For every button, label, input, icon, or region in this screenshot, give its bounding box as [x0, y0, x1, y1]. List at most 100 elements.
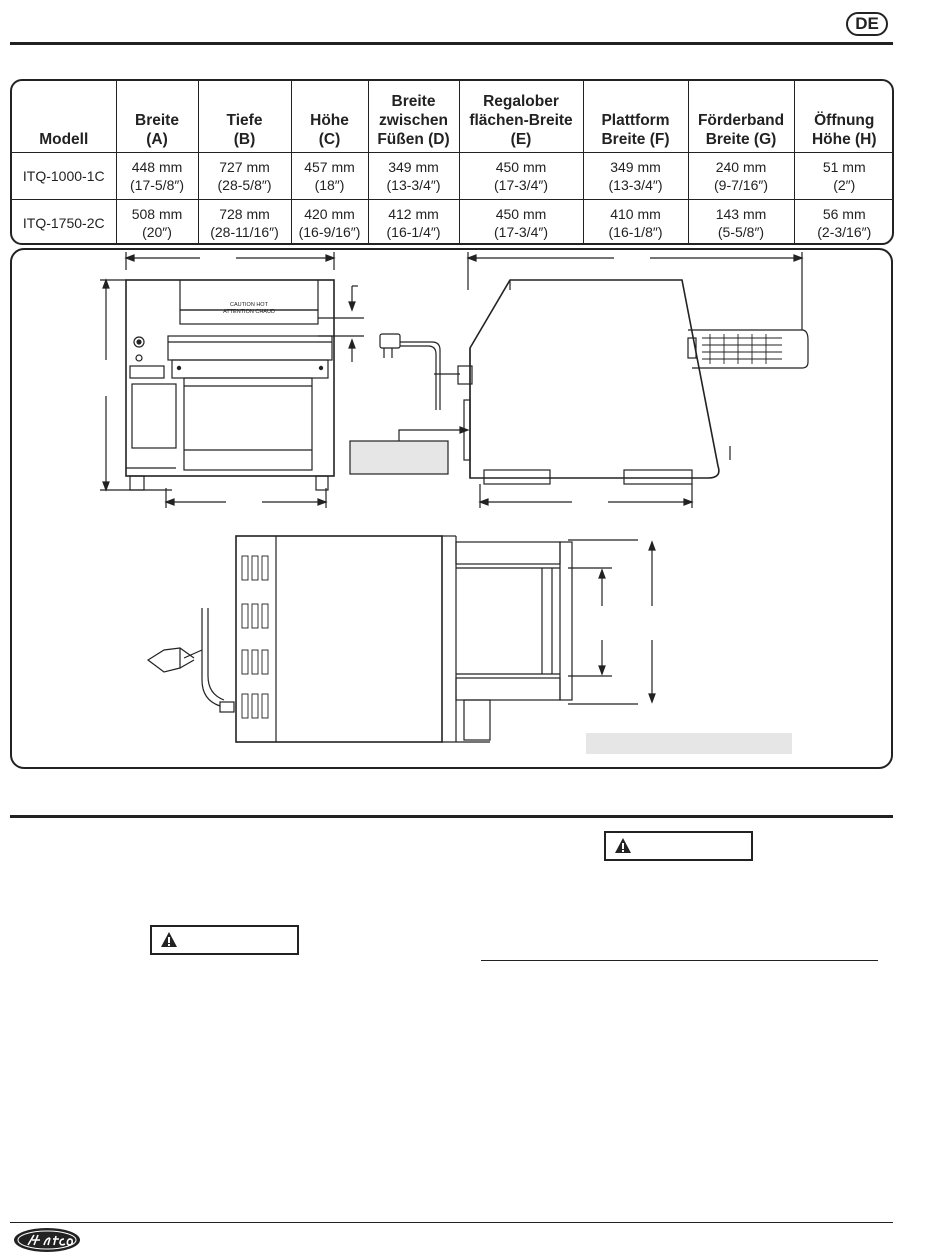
dimension-drawing-panel: CAUTION HOT ATTENTION CHAUD: [10, 248, 893, 769]
footer-rule: [10, 1222, 893, 1223]
imperial-value: (16-1/4″): [386, 224, 441, 240]
metric-value: 349 mm: [388, 159, 439, 175]
header-text: Breite (F): [601, 131, 670, 148]
side-foot-rear: [623, 469, 693, 485]
column-header-model: Modell: [12, 81, 117, 153]
metric-value: 450 mm: [495, 159, 547, 175]
metric-value: 420 mm: [304, 206, 355, 222]
imperial-value: (13-3/4″): [386, 177, 441, 193]
column-header: Breite (A): [115, 81, 199, 153]
metric-value: 240 mm: [715, 159, 767, 175]
header-text: Breite (G): [705, 131, 777, 148]
warning-triangle-icon: [615, 838, 631, 853]
header-text: Breite: [391, 93, 436, 110]
metric-value: 412 mm: [388, 206, 439, 222]
dimension-cell: 727 mm(28-5/8″): [197, 152, 292, 200]
model-cell: ITQ-1750-2C: [12, 199, 117, 243]
imperial-value: (17-5/8″): [130, 177, 184, 193]
top-view-drawing: [146, 535, 657, 743]
divider-line: [481, 960, 878, 961]
metric-value: 508 mm: [131, 206, 183, 222]
side-view-drawing: [434, 252, 809, 508]
header-text: Förderband: [697, 112, 785, 129]
imperial-value: (17-3/4″): [494, 177, 548, 193]
dimension-cell: 410 mm (16-1/8″): [582, 199, 689, 243]
side-foot-front: [483, 469, 551, 485]
table-row: ITQ-1000-1C 448 mm (17-5/8″) 727 mm(28-5/8″…: [12, 152, 892, 200]
metric-value: 448 mm: [131, 159, 183, 175]
front-view-drawing: CAUTION HOT ATTENTION CHAUD: [100, 252, 364, 508]
imperial-value: (18″): [314, 177, 345, 193]
dimension-cell: 450 mm (17-3/4″): [458, 152, 584, 200]
imperial-value: (16-9/16″): [298, 224, 361, 240]
power-cord: [201, 608, 221, 707]
caption-placeholder: [586, 733, 792, 754]
metric-value: 450 mm: [495, 206, 547, 222]
dimension-cell: 56 mm (2-3/16″): [793, 199, 892, 243]
language-badge: DE: [846, 12, 888, 36]
warning-triangle-icon: [161, 932, 177, 947]
metric-value: 728 mm: [219, 206, 270, 222]
header-text: Tiefe: [226, 112, 263, 129]
warning-box-right: [604, 831, 753, 861]
metric-value: 410 mm: [610, 206, 661, 222]
caution-label-line2: ATTENTION CHAUD: [223, 309, 275, 315]
dimension-cell: 143 mm (5-5/8″): [687, 199, 795, 243]
front-opening: [183, 377, 313, 471]
power-plug-drawing: [379, 333, 441, 410]
warning-box-left: [150, 925, 299, 955]
dimension-cell: 349 mm (13-3/4″): [582, 152, 689, 200]
spec-table-container: Modell Breite (A) Tiefe(B) Höhe (C) Breite zwis…: [10, 79, 894, 245]
imperial-value: (16-1/8″): [608, 224, 663, 240]
dimension-cell: 412 mm (16-1/4″): [367, 199, 460, 243]
header-text: Plattform: [601, 112, 670, 129]
header-text: (A): [146, 131, 168, 148]
dimension-cell: 240 mm(9-7/16″): [687, 152, 795, 200]
header-text: Höhe (H): [811, 131, 877, 148]
dimension-cell: 508 mm (20″): [115, 199, 199, 243]
spec-table-body: ITQ-1000-1C 448 mm (17-5/8″) 727 mm(28-5/8″…: [12, 152, 892, 243]
spec-table: Modell Breite (A) Tiefe(B) Höhe (C) Breite zwis…: [12, 81, 892, 243]
header-text: (C): [318, 131, 341, 148]
imperial-value: (13-3/4″): [608, 177, 663, 193]
column-header: Höhe (C): [290, 81, 369, 153]
header-text: zwischen: [379, 112, 448, 129]
control-knob-icon: [133, 336, 145, 348]
hatco-logo: [14, 1228, 80, 1252]
dimension-cell: 448 mm (17-5/8″): [115, 152, 199, 200]
header-text: Breite: [135, 112, 179, 129]
arrowhead-icon: [124, 254, 135, 262]
plug-icon: [146, 647, 181, 673]
metric-value: 143 mm: [715, 206, 767, 222]
header-text: Öffnung: [814, 112, 875, 129]
imperial-value: (20″): [142, 224, 172, 240]
header-rule: [10, 42, 893, 45]
imperial-value: (17-3/4″): [494, 224, 548, 240]
imperial-value: (28-11/16″): [210, 224, 279, 240]
callout-box: [349, 440, 449, 475]
model-cell: ITQ-1000-1C: [12, 152, 117, 200]
plug-icon: [379, 333, 401, 349]
metric-value: 349 mm: [610, 159, 661, 175]
header-text: Höhe: [310, 112, 349, 129]
imperial-value: (2-3/16″): [817, 224, 872, 240]
caution-label-line1: CAUTION HOT: [230, 302, 269, 308]
header-text: Füßen (D): [377, 131, 450, 148]
side-vent-panel: [688, 329, 809, 369]
top-shelf-upper: [455, 541, 561, 565]
dimension-cell: 457 mm(18″): [290, 152, 369, 200]
arrowhead-icon: [325, 254, 336, 262]
metric-value: 56 mm: [822, 206, 866, 222]
front-body-outline: [125, 279, 335, 477]
imperial-value: (28-5/8″): [217, 177, 272, 193]
metric-value: 51 mm: [822, 159, 866, 175]
section-rule: [10, 815, 893, 818]
dimension-cell: 51 mm(2″): [793, 152, 892, 200]
dimension-cell: 450 mm (17-3/4″): [458, 199, 584, 243]
imperial-value: (5-5/8″): [717, 224, 765, 240]
column-header: Tiefe(B): [197, 81, 292, 153]
header-text: Regalober: [483, 93, 559, 110]
